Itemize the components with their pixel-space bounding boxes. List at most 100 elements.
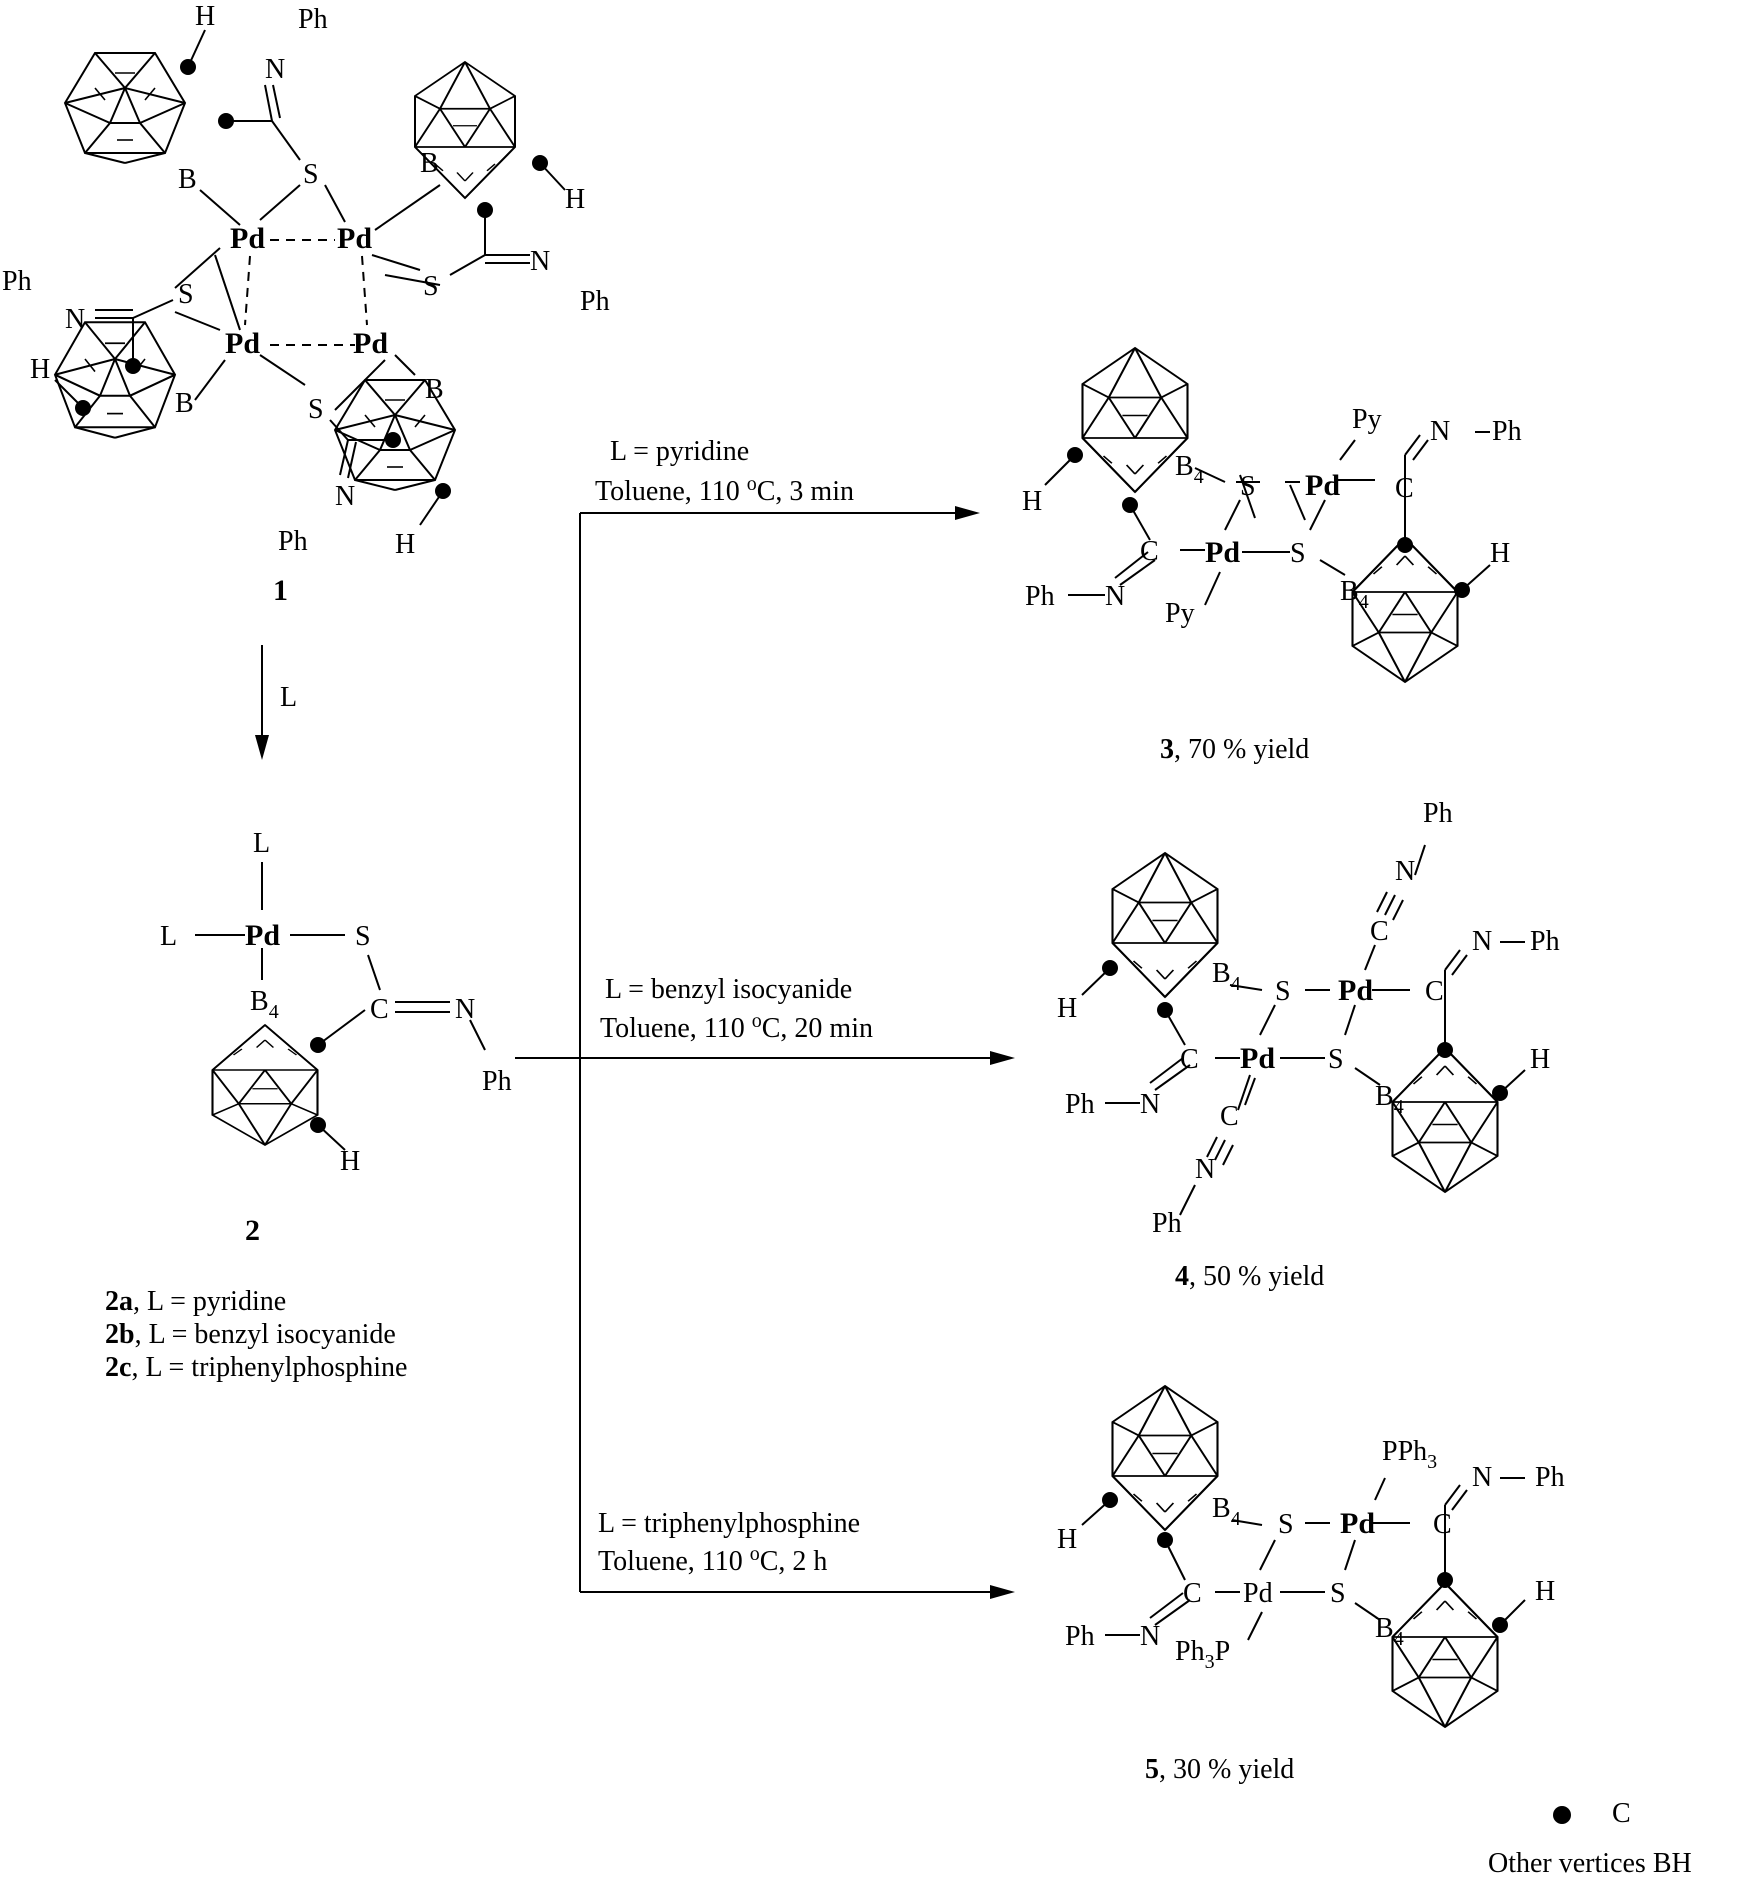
compound-2-labels: L L Pd S C N Ph B4 H 2 xyxy=(160,828,512,1247)
h-label: H xyxy=(1535,1576,1555,1607)
h-label: H xyxy=(30,354,50,385)
reagent-text: L = pyridine xyxy=(610,436,749,467)
pd-label: Pd xyxy=(230,222,265,255)
compound-2-structure xyxy=(195,862,486,1151)
ph-label: Ph xyxy=(1065,1089,1095,1120)
c-label: C xyxy=(1370,916,1389,947)
c-label: C xyxy=(1425,976,1444,1007)
pd-label: Pd xyxy=(353,327,388,360)
n-label: N xyxy=(1105,581,1125,612)
n-label: N xyxy=(335,481,355,512)
b4-label: B4 xyxy=(1212,1493,1241,1530)
variant-2a: 2a, L = pyridine xyxy=(105,1286,286,1317)
pd-label: Pd xyxy=(1240,1042,1275,1075)
b4-label: B4 xyxy=(1175,451,1204,488)
h-label: H xyxy=(195,1,215,32)
legend: C Other vertices BH xyxy=(1488,1798,1692,1879)
conditions-text: Toluene, 110 oC, 20 min xyxy=(600,1010,873,1044)
reaction-arrows xyxy=(515,506,1015,1599)
s-label: S xyxy=(1240,471,1256,502)
h-label: H xyxy=(1057,993,1077,1024)
b4-label: B4 xyxy=(250,986,279,1023)
n-label: N xyxy=(1140,1621,1160,1652)
ph-label: Ph xyxy=(580,286,610,317)
conditions-text: Toluene, 110 oC, 2 h xyxy=(598,1543,827,1577)
c-label: C xyxy=(1180,1044,1199,1075)
s-label: S xyxy=(1290,538,1306,569)
compound-3-yield: 3, 70 % yield xyxy=(1160,734,1309,765)
compound-4-yield: 4, 50 % yield xyxy=(1175,1261,1324,1292)
n-label: N xyxy=(65,304,85,335)
n-label: N xyxy=(1195,1154,1215,1185)
h-label: H xyxy=(395,529,415,560)
ligand-label: L xyxy=(253,828,270,859)
compound-2-variants: 2a, L = pyridine 2b, L = benzyl isocyani… xyxy=(105,1286,408,1383)
compound-5-structure xyxy=(1081,1384,1526,1727)
ph-label: Ph xyxy=(1025,581,1055,612)
h-label: H xyxy=(1022,486,1042,517)
reagent-text: L = triphenylphosphine xyxy=(598,1508,860,1539)
compound-5-yield: 5, 30 % yield xyxy=(1145,1754,1294,1785)
h-label: H xyxy=(340,1146,360,1177)
ph-label: Ph xyxy=(2,266,32,297)
ph-label: Ph xyxy=(278,526,308,557)
ph-label: Ph xyxy=(1065,1621,1095,1652)
s-label: S xyxy=(178,279,194,310)
n-label: N xyxy=(1395,856,1415,887)
ligand-label: L xyxy=(160,921,177,952)
s-label: S xyxy=(1275,976,1291,1007)
variant-2c: 2c, L = triphenylphosphine xyxy=(105,1352,408,1383)
variant-2b: 2b, L = benzyl isocyanide xyxy=(105,1319,396,1350)
s-label: S xyxy=(355,921,371,952)
ph-label: Ph xyxy=(1152,1208,1182,1239)
legend-c-label: C xyxy=(1612,1798,1631,1829)
compound-1-number: 1 xyxy=(273,574,288,607)
ph-label: Ph xyxy=(482,1066,512,1097)
c-label: C xyxy=(370,994,389,1025)
compound-4-labels: Ph N C N Ph B4 S Pd C H C Pd S H Ph N B4… xyxy=(1057,798,1560,1292)
reagent-l-label: L xyxy=(280,682,297,713)
ph-label: Ph xyxy=(1492,416,1522,447)
py-label: Py xyxy=(1352,404,1382,435)
b4-label: B4 xyxy=(1375,1613,1404,1650)
h-label: H xyxy=(1057,1524,1077,1555)
n-label: N xyxy=(455,994,475,1025)
pd-label: Pd xyxy=(1338,974,1373,1007)
c-label: C xyxy=(1433,1509,1452,1540)
b-label: B xyxy=(178,164,197,195)
reagent-text: L = benzyl isocyanide xyxy=(605,974,852,1005)
n-label: N xyxy=(1430,416,1450,447)
ph-label: Ph xyxy=(1423,798,1453,829)
legend-other-label: Other vertices BH xyxy=(1488,1848,1692,1879)
b-label: B xyxy=(175,388,194,419)
s-label: S xyxy=(423,271,439,302)
arrow-to-2: L xyxy=(255,645,297,760)
compound-5-labels: PPh3 N Ph B4 S Pd C H C Pd S H Ph N B4 P… xyxy=(1057,1436,1565,1785)
compound-3-structure xyxy=(1044,346,1491,682)
pd-label: Pd xyxy=(1340,1507,1375,1540)
pd-label: Pd xyxy=(245,919,280,952)
c-label: C xyxy=(1183,1578,1202,1609)
pd-label: Pd xyxy=(337,222,372,255)
reaction-conditions: L = pyridine Toluene, 110 oC, 3 min L = … xyxy=(595,436,873,1577)
s-label: S xyxy=(1330,1578,1346,1609)
carbon-dot-icon xyxy=(1553,1806,1571,1824)
compound-2-number: 2 xyxy=(245,1214,260,1247)
b-label: B xyxy=(425,374,444,405)
ph-label: Ph xyxy=(1530,926,1560,957)
compound-1-labels: H N Ph B S B H Pd Pd S N Ph Ph N S Pd Pd… xyxy=(2,1,610,607)
b-label: B xyxy=(420,148,439,179)
compound-4-structure xyxy=(1081,844,1526,1216)
c-label: C xyxy=(1140,536,1159,567)
c-label: C xyxy=(1220,1101,1239,1132)
h-label: H xyxy=(1530,1044,1550,1075)
pd-label: Pd xyxy=(1305,469,1340,502)
s-label: S xyxy=(1278,1509,1294,1540)
b4-label: B4 xyxy=(1340,576,1369,613)
b4-label: B4 xyxy=(1212,958,1241,995)
ph3p-label: Ph3P xyxy=(1175,1636,1230,1673)
s-label: S xyxy=(1328,1044,1344,1075)
compound-1-structure xyxy=(53,29,566,526)
ph-label: Ph xyxy=(298,4,328,35)
